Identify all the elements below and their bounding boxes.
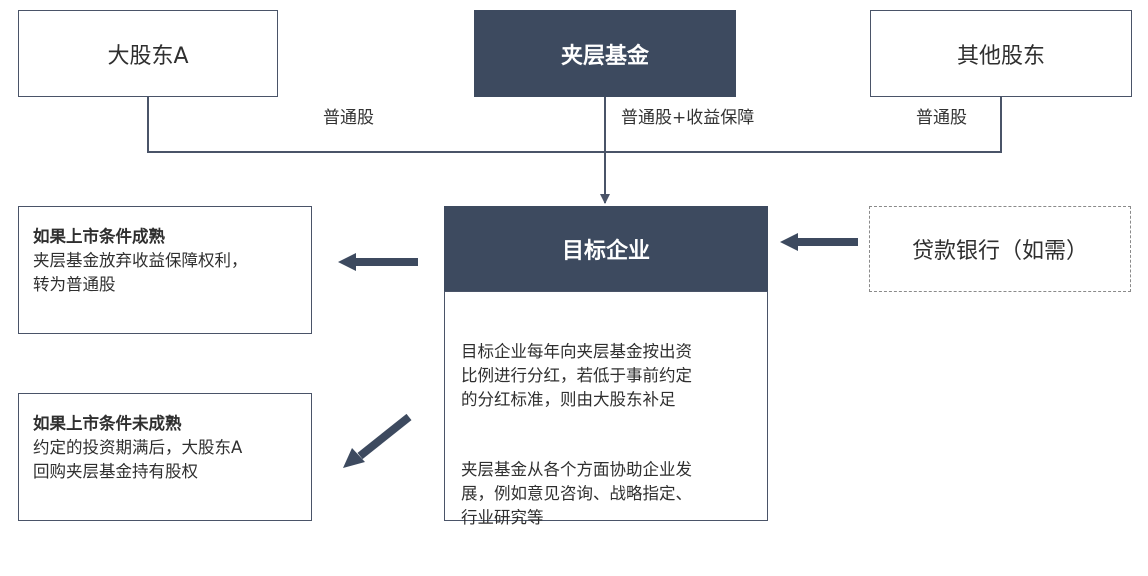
to-mature-arrow [338, 253, 418, 271]
bank-to-target-arrow [780, 233, 858, 251]
major-shareholder-node: 大股东A [18, 10, 278, 97]
lending-bank-label: 贷款银行（如需） [911, 239, 1088, 264]
mezzanine-fund-label: 夹层基金 [560, 43, 649, 69]
to-not-mature-arrow [343, 413, 412, 468]
other-shareholders-label: 其他股东 [956, 43, 1045, 69]
target-details-box: 目标企业每年向夹层基金按出资 比例进行分红，若低于事前约定 的分红标准，则由大股… [444, 291, 768, 527]
lending-bank-node: 贷款银行（如需） [869, 206, 1131, 292]
target-detail-support: 夹层基金从各个方面协助企业发 展，例如意见咨询、战略指定、 行业研究等 [461, 460, 692, 527]
major-shareholder-label: 大股东A [107, 43, 189, 69]
scenario-not-mature-body: 约定的投资期满后，大股东A 回购夹层基金持有股权 [33, 438, 243, 481]
scenario-mature-body: 夹层基金放弃收益保障权利， 转为普通股 [33, 251, 248, 294]
other-shareholders-node: 其他股东 [870, 10, 1132, 97]
scenario-not-mature-heading: 如果上市条件未成熟 [33, 414, 182, 433]
major-shareholder-line [147, 97, 1002, 153]
scenario-not-mature-box: 如果上市条件未成熟 约定的投资期满后，大股东A 回购夹层基金持有股权 [18, 393, 312, 521]
target-detail-dividend: 目标企业每年向夹层基金按出资 比例进行分红，若低于事前约定 的分红标准，则由大股… [461, 342, 692, 409]
edge-label-major: 普通股 [323, 108, 374, 128]
scenario-mature-box: 如果上市条件成熟 夹层基金放弃收益保障权利， 转为普通股 [18, 206, 312, 334]
edge-label-fund: 普通股+收益保障 [621, 108, 755, 128]
edge-label-other: 普通股 [916, 108, 967, 128]
connector-lines [147, 97, 1002, 468]
scenario-mature-heading: 如果上市条件成熟 [33, 227, 165, 246]
target-company-node: 目标企业 [444, 206, 768, 292]
mezzanine-fund-node: 夹层基金 [474, 10, 736, 97]
target-company-label: 目标企业 [561, 239, 650, 264]
